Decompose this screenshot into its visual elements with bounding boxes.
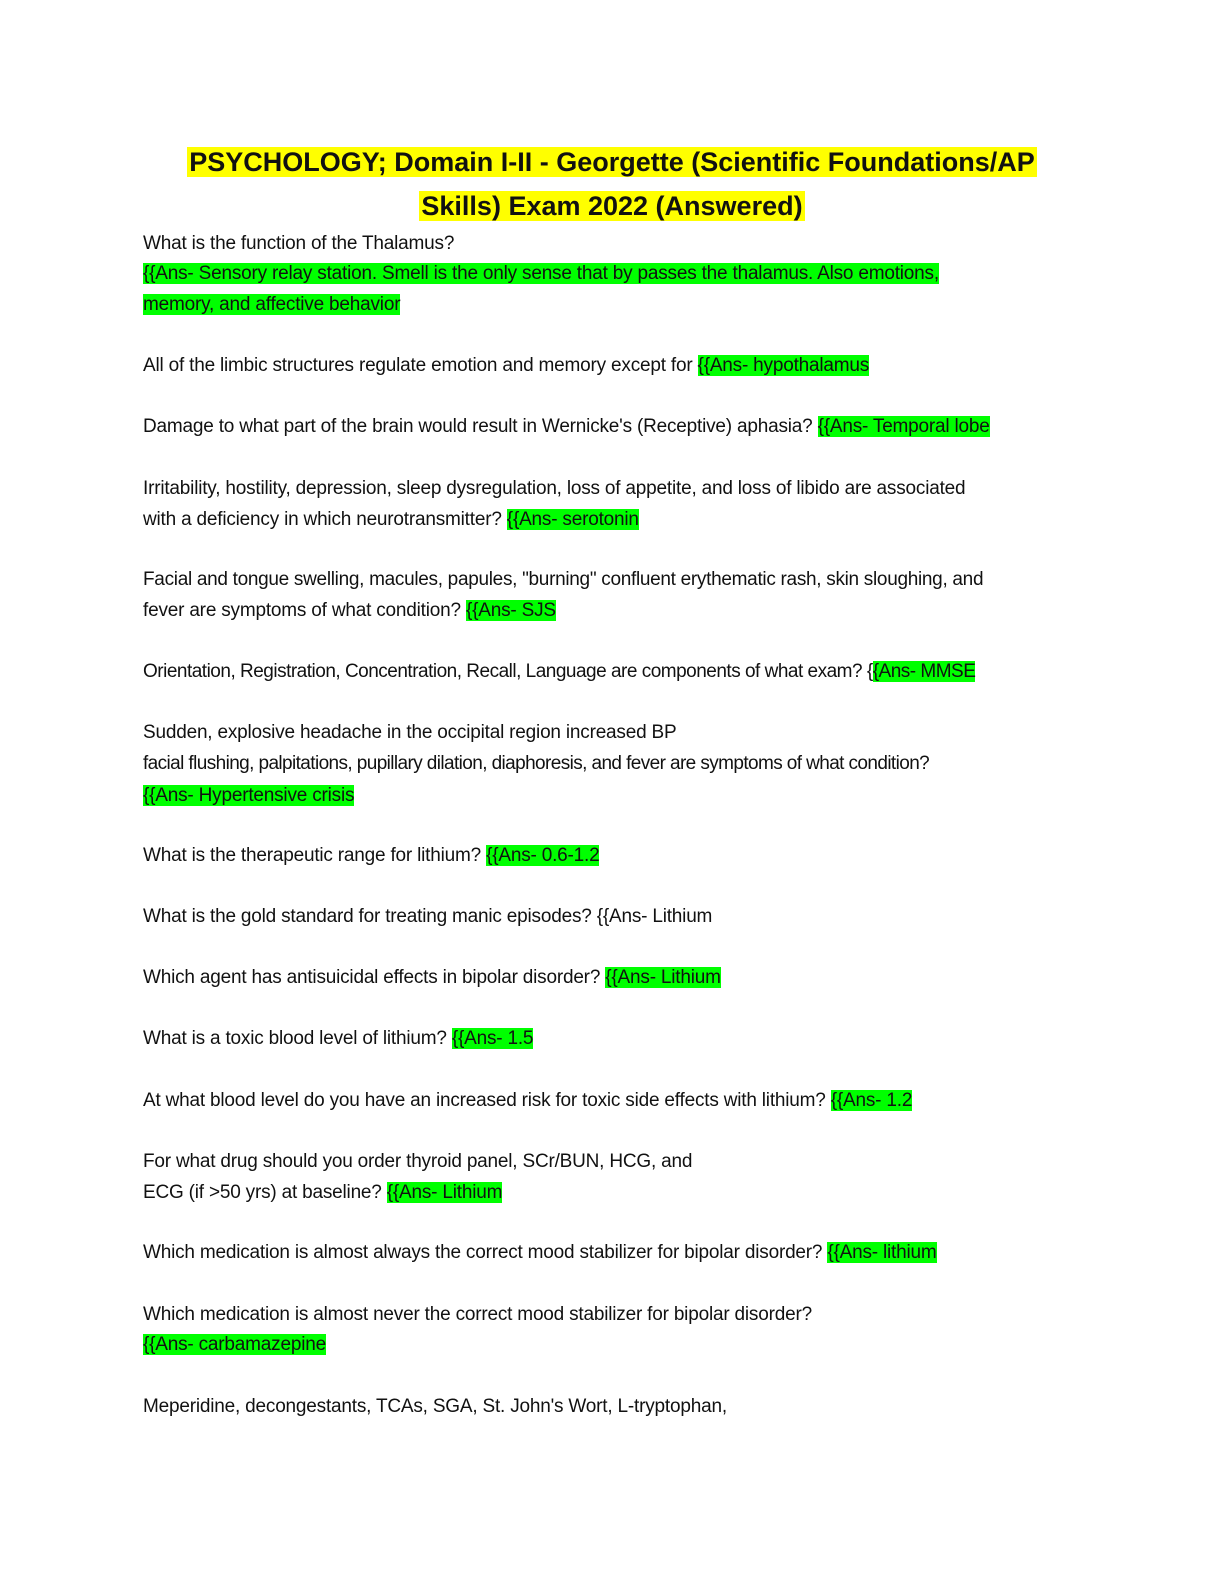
- question-text: At what blood level do you have an incre…: [143, 1090, 831, 1111]
- answer-highlight: {{Ans- 0.6-1.2: [486, 845, 600, 866]
- text-line: with a deficiency in which neurotransmit…: [143, 507, 639, 533]
- text-line: What is a toxic blood level of lithium? …: [143, 1026, 533, 1052]
- question-text: What is a toxic blood level of lithium?: [143, 1028, 452, 1049]
- question-text: Sudden, explosive headache in the occipi…: [143, 722, 677, 743]
- answer-highlight: {{Ans- carbamazepine: [143, 1334, 326, 1355]
- answer-highlight: memory, and affective behavior: [143, 294, 401, 315]
- text-line: fever are symptoms of what condition? {{…: [143, 598, 556, 624]
- question-text: facial flushing, palpitations, pupillary…: [143, 753, 930, 774]
- question-text: For what drug should you order thyroid p…: [143, 1151, 693, 1172]
- text-line: All of the limbic structures regulate em…: [143, 353, 869, 379]
- question-text: Irritability, hostility, depression, sle…: [143, 478, 966, 499]
- text-line: Orientation, Registration, Concentration…: [143, 659, 976, 685]
- text-line: Sudden, explosive headache in the occipi…: [143, 720, 677, 746]
- question-text: What is the function of the Thalamus?: [143, 233, 455, 254]
- answer-highlight: {{Ans- Sensory relay station. Smell is t…: [143, 263, 939, 284]
- question-text: What is the therapeutic range for lithiu…: [143, 845, 487, 866]
- question-text: What is the gold standard for treating m…: [143, 906, 713, 927]
- question-text: with a deficiency in which neurotransmit…: [143, 509, 507, 530]
- text-line: Facial and tongue swelling, macules, pap…: [143, 567, 984, 593]
- text-line: ECG (if >50 yrs) at baseline? {{Ans- Lit…: [143, 1180, 502, 1206]
- document-title: PSYCHOLOGY; Domain I-II - Georgette (Sci…: [140, 140, 1084, 228]
- text-line: At what blood level do you have an incre…: [143, 1088, 912, 1114]
- question-text: Meperidine, decongestants, TCAs, SGA, St…: [143, 1396, 727, 1417]
- answer-highlight: {{Ans- serotonin: [506, 509, 639, 530]
- answer-highlight: {{Ans- hypothalamus: [697, 355, 870, 376]
- answer-highlight: {{Ans- lithium: [827, 1242, 937, 1263]
- answer-highlight: {{Ans- Temporal lobe: [817, 416, 990, 437]
- title-line-1: PSYCHOLOGY; Domain I-II - Georgette (Sci…: [187, 147, 1037, 177]
- question-text: Facial and tongue swelling, macules, pap…: [143, 569, 984, 590]
- text-line: Meperidine, decongestants, TCAs, SGA, St…: [143, 1394, 727, 1420]
- text-line: Which medication is almost never the cor…: [143, 1302, 812, 1328]
- text-line: What is the therapeutic range for lithiu…: [143, 843, 600, 869]
- answer-highlight: {{Ans- Hypertensive crisis: [143, 785, 355, 806]
- answer-highlight: {{Ans- Lithium: [386, 1182, 503, 1203]
- text-line: Damage to what part of the brain would r…: [143, 414, 990, 440]
- question-text: Which medication is almost always the co…: [143, 1242, 828, 1263]
- text-line: {{Ans- Hypertensive crisis: [143, 783, 354, 809]
- text-line: What is the gold standard for treating m…: [143, 904, 712, 930]
- text-line: memory, and affective behavior: [143, 292, 401, 318]
- text-line: {{Ans- Sensory relay station. Smell is t…: [143, 261, 939, 287]
- question-text: All of the limbic structures regulate em…: [143, 355, 698, 376]
- text-line: {{Ans- carbamazepine: [143, 1332, 326, 1358]
- answer-highlight: {{Ans- SJS: [465, 600, 556, 621]
- question-text: Damage to what part of the brain would r…: [143, 416, 818, 437]
- answer-highlight: {{Ans- Lithium: [605, 967, 721, 988]
- question-text: fever are symptoms of what condition?: [143, 600, 466, 621]
- text-line: Which medication is almost always the co…: [143, 1240, 937, 1266]
- answer-highlight: {Ans- MMSE: [872, 661, 976, 682]
- answer-highlight: {{Ans- 1.2: [830, 1090, 913, 1111]
- question-text: Which agent has antisuicidal effects in …: [143, 967, 606, 988]
- text-line: Which agent has antisuicidal effects in …: [143, 965, 721, 991]
- text-line: facial flushing, palpitations, pupillary…: [143, 751, 930, 777]
- text-line: Irritability, hostility, depression, sle…: [143, 476, 966, 502]
- answer-highlight: {{Ans- 1.5: [451, 1028, 534, 1049]
- title-line-2: Skills) Exam 2022 (Answered): [419, 191, 805, 221]
- question-text: ECG (if >50 yrs) at baseline?: [143, 1182, 387, 1203]
- question-text: Which medication is almost never the cor…: [143, 1304, 812, 1325]
- question-text: Orientation, Registration, Concentration…: [143, 661, 873, 682]
- text-line: For what drug should you order thyroid p…: [143, 1149, 692, 1175]
- text-line: What is the function of the Thalamus?: [143, 231, 454, 257]
